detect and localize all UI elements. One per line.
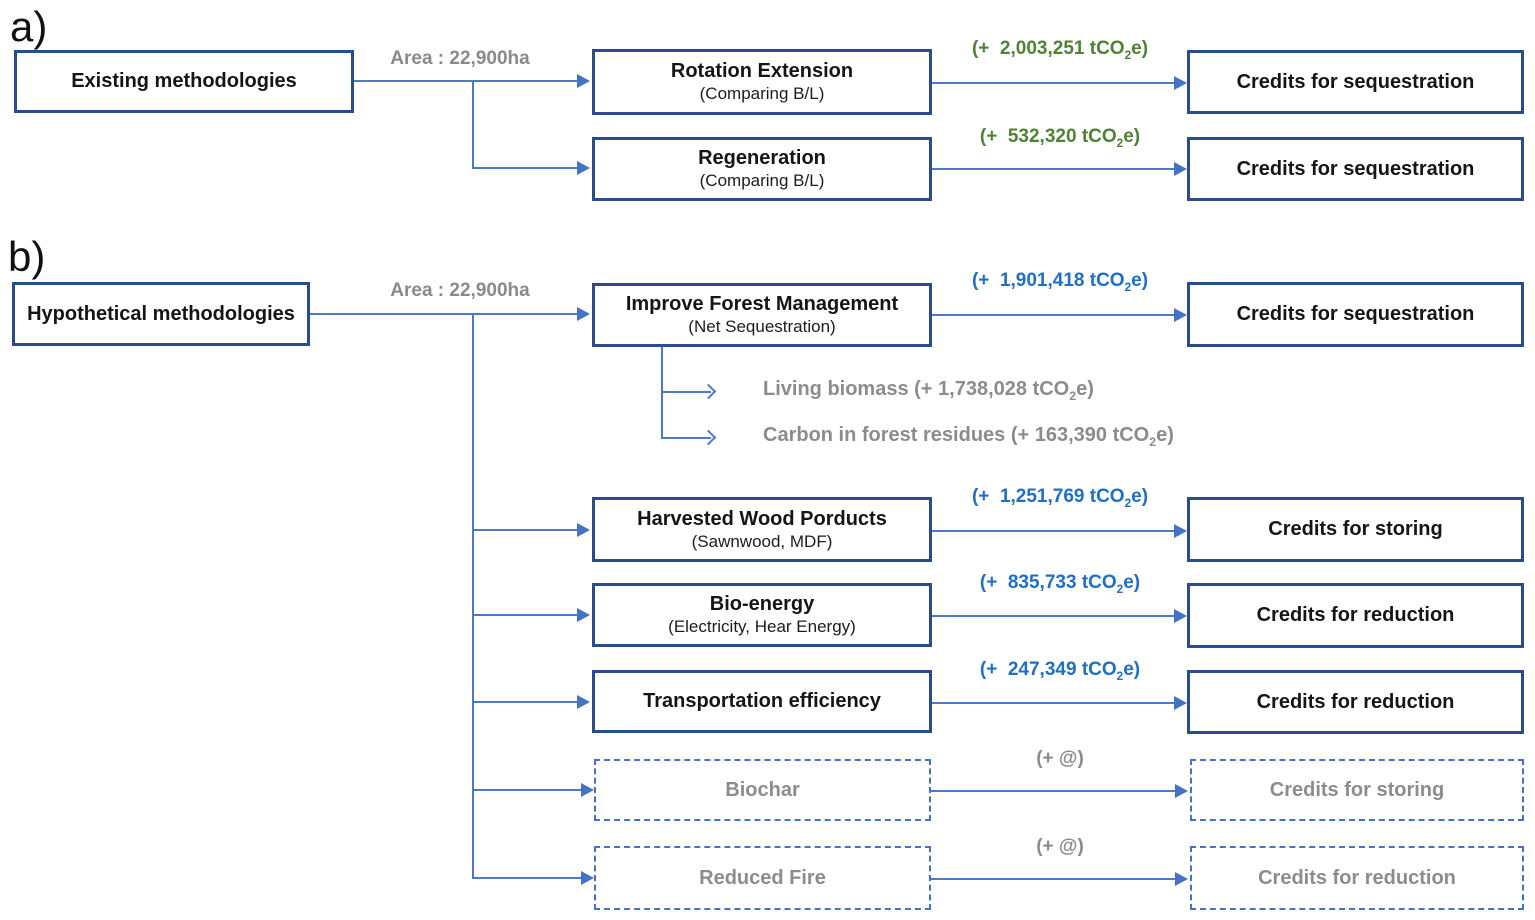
transportation-efficiency-box: Transportation efficiency xyxy=(592,670,932,733)
regeneration-title: Regeneration xyxy=(698,147,826,170)
improve-forest-management-title: Improve Forest Management xyxy=(625,293,899,316)
area-label-b: Area : 22,900ha xyxy=(390,280,530,301)
section-b-label: b) xyxy=(8,233,46,280)
credits-reduction-box-b4: Credits for reduction xyxy=(1187,670,1524,734)
arrowhead xyxy=(577,74,590,88)
rotation-extension-title: Rotation Extension xyxy=(670,60,854,83)
value-label-transport: (+ 247,349 tCO2e) xyxy=(979,659,1141,683)
credits-label: Credits for reduction xyxy=(1258,866,1456,889)
arrowhead xyxy=(581,783,594,797)
connector-line xyxy=(472,701,578,703)
arrowhead xyxy=(577,695,590,709)
arrowhead xyxy=(581,871,594,885)
existing-methodologies-box: Existing methodologies xyxy=(14,50,354,113)
credits-label: Credits for storing xyxy=(1268,518,1443,540)
connector-line xyxy=(931,790,1176,792)
value-label-bioenergy: (+ 835,733 tCO2e) xyxy=(979,572,1141,596)
existing-methodologies-title: Existing methodologies xyxy=(71,70,297,92)
harvested-wood-products-title: Harvested Wood Porducts xyxy=(637,507,887,530)
regeneration-box: Regeneration (Comparing B/L) xyxy=(592,137,932,201)
value-label-rotation: (+ 2,003,251 tCO2e) xyxy=(971,38,1149,62)
connector-line xyxy=(472,167,578,169)
reduced-fire-title: Reduced Fire xyxy=(699,866,826,889)
harvested-wood-products-subtitle: (Sawnwood, MDF) xyxy=(691,531,833,551)
connector-line xyxy=(661,347,663,439)
arrowhead xyxy=(1174,162,1187,176)
value-label-reduced-fire: (+ @) xyxy=(1036,836,1084,857)
connector-line xyxy=(472,789,582,791)
credits-sequestration-box-a1: Credits for sequestration xyxy=(1187,50,1524,114)
value-label-regeneration: (+ 532,320 tCO2e) xyxy=(979,126,1141,150)
section-a-label: a) xyxy=(10,3,48,50)
arrowhead xyxy=(1174,609,1187,623)
arrowhead xyxy=(1175,872,1188,886)
connector-line xyxy=(932,314,1175,316)
connector-line xyxy=(310,313,578,315)
biochar-title: Biochar xyxy=(725,778,800,801)
arrowhead xyxy=(1175,784,1188,798)
bio-energy-box: Bio-energy (Electricity, Hear Energy) xyxy=(592,583,932,647)
regeneration-subtitle: (Comparing B/L) xyxy=(699,171,825,191)
credits-sequestration-box-b1: Credits for sequestration xyxy=(1187,282,1524,347)
living-biomass-label: Living biomass (+ 1,738,028 tCO2e) xyxy=(763,378,1094,403)
connector-line xyxy=(932,530,1175,532)
credits-label: Credits for reduction xyxy=(1256,604,1455,626)
connector-line xyxy=(661,391,711,393)
credits-label: Credits for sequestration xyxy=(1236,157,1475,180)
connector-line xyxy=(932,168,1175,170)
connector-line xyxy=(932,615,1175,617)
arrowhead xyxy=(577,608,590,622)
arrowhead xyxy=(577,523,590,537)
value-label-improve: (+ 1,901,418 tCO2e) xyxy=(971,270,1149,294)
connector-line xyxy=(932,82,1175,84)
transportation-efficiency-title: Transportation efficiency xyxy=(643,690,881,712)
credits-label: Credits for sequestration xyxy=(1236,70,1475,93)
reduced-fire-box: Reduced Fire xyxy=(594,846,931,910)
connector-line xyxy=(472,877,582,879)
connector-line xyxy=(354,80,578,82)
arrowhead xyxy=(577,161,590,175)
chevron-arrow-icon xyxy=(700,383,717,400)
connector-line xyxy=(661,437,711,439)
improve-forest-management-box: Improve Forest Management (Net Sequestra… xyxy=(592,283,932,347)
bio-energy-title: Bio-energy xyxy=(709,593,815,616)
credits-label: Credits for storing xyxy=(1269,778,1445,801)
credits-label: Credits for reduction xyxy=(1256,690,1455,713)
credits-reduction-box-b3: Credits for reduction xyxy=(1187,583,1524,648)
connector-line xyxy=(931,878,1176,880)
connector-line xyxy=(472,614,578,616)
arrowhead xyxy=(1174,524,1187,538)
credits-sequestration-box-a2: Credits for sequestration xyxy=(1187,137,1524,201)
connector-line xyxy=(472,313,474,879)
improve-forest-management-subtitle: (Net Sequestration) xyxy=(688,317,836,337)
value-label-hwp: (+ 1,251,769 tCO2e) xyxy=(971,486,1149,510)
arrowhead xyxy=(1174,76,1187,90)
chevron-arrow-icon xyxy=(700,429,717,446)
area-label-a: Area : 22,900ha xyxy=(390,48,530,69)
arrowhead xyxy=(1174,696,1187,710)
credits-storing-box-b2: Credits for storing xyxy=(1187,497,1524,562)
connector-line xyxy=(932,702,1175,704)
hypothetical-methodologies-title: Hypothetical methodologies xyxy=(27,302,295,325)
hypothetical-methodologies-box: Hypothetical methodologies xyxy=(12,282,310,346)
value-label-biochar: (+ @) xyxy=(1036,748,1084,769)
connector-line xyxy=(472,529,578,531)
arrowhead xyxy=(1174,308,1187,322)
carbon-forest-residues-label: Carbon in forest residues (+ 163,390 tCO… xyxy=(763,424,1174,449)
connector-line xyxy=(472,80,474,168)
biochar-box: Biochar xyxy=(594,759,931,821)
arrowhead xyxy=(577,307,590,321)
credits-storing-box-biochar: Credits for storing xyxy=(1190,759,1524,821)
credits-label: Credits for sequestration xyxy=(1236,303,1475,325)
rotation-extension-box: Rotation Extension (Comparing B/L) xyxy=(592,49,932,115)
credits-reduction-box-reduced-fire: Credits for reduction xyxy=(1190,846,1524,910)
harvested-wood-products-box: Harvested Wood Porducts (Sawnwood, MDF) xyxy=(592,497,932,562)
rotation-extension-subtitle: (Comparing B/L) xyxy=(699,84,825,104)
bio-energy-subtitle: (Electricity, Hear Energy) xyxy=(668,617,856,637)
